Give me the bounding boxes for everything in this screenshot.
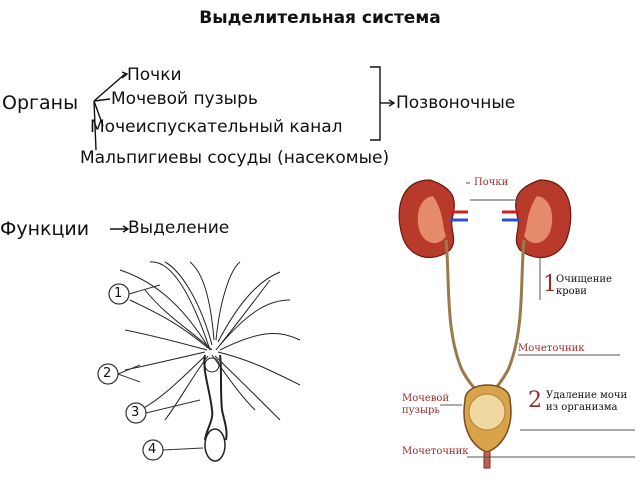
callout-4: 4 [148,442,157,457]
callout-1: 1 [114,286,123,301]
organs-label: Органы [2,92,79,114]
functions-label: Функции [0,218,90,240]
number-2: 2 [528,388,542,413]
arrow-to-malpighian [93,100,97,151]
arrow-to-kidneys [93,73,126,102]
number-1: 1 [543,272,557,297]
callout-2: 2 [103,366,112,381]
label-ureter-top: Мочеточник [518,343,585,354]
group-label-vertebrates: Позвоночные [396,93,516,113]
page-title: Выделительная система [199,8,441,28]
arrow-to-urethra [93,100,104,127]
label-bladder: Мочевой пузырь [402,393,450,416]
label-removal: Удаление мочи из организма [546,390,628,413]
function-item: Выделение [128,218,230,238]
bladder-shape [463,384,512,469]
label-cleaning: Очищение крови [556,274,612,297]
organ-item-malpighian: Мальпигиевы сосуды (насекомые) [80,148,390,168]
organ-item-urethra: Мочеиспускательный канал [90,117,343,137]
organ-item-bladder: Мочевой пузырь [111,89,258,109]
arrow-to-bladder [93,98,111,102]
organ-item-kidneys: Почки [127,65,182,85]
label-ureter-bottom: Мочеточник [402,446,469,457]
callout-3: 3 [131,405,140,420]
label-kidneys: Почки [474,177,509,188]
